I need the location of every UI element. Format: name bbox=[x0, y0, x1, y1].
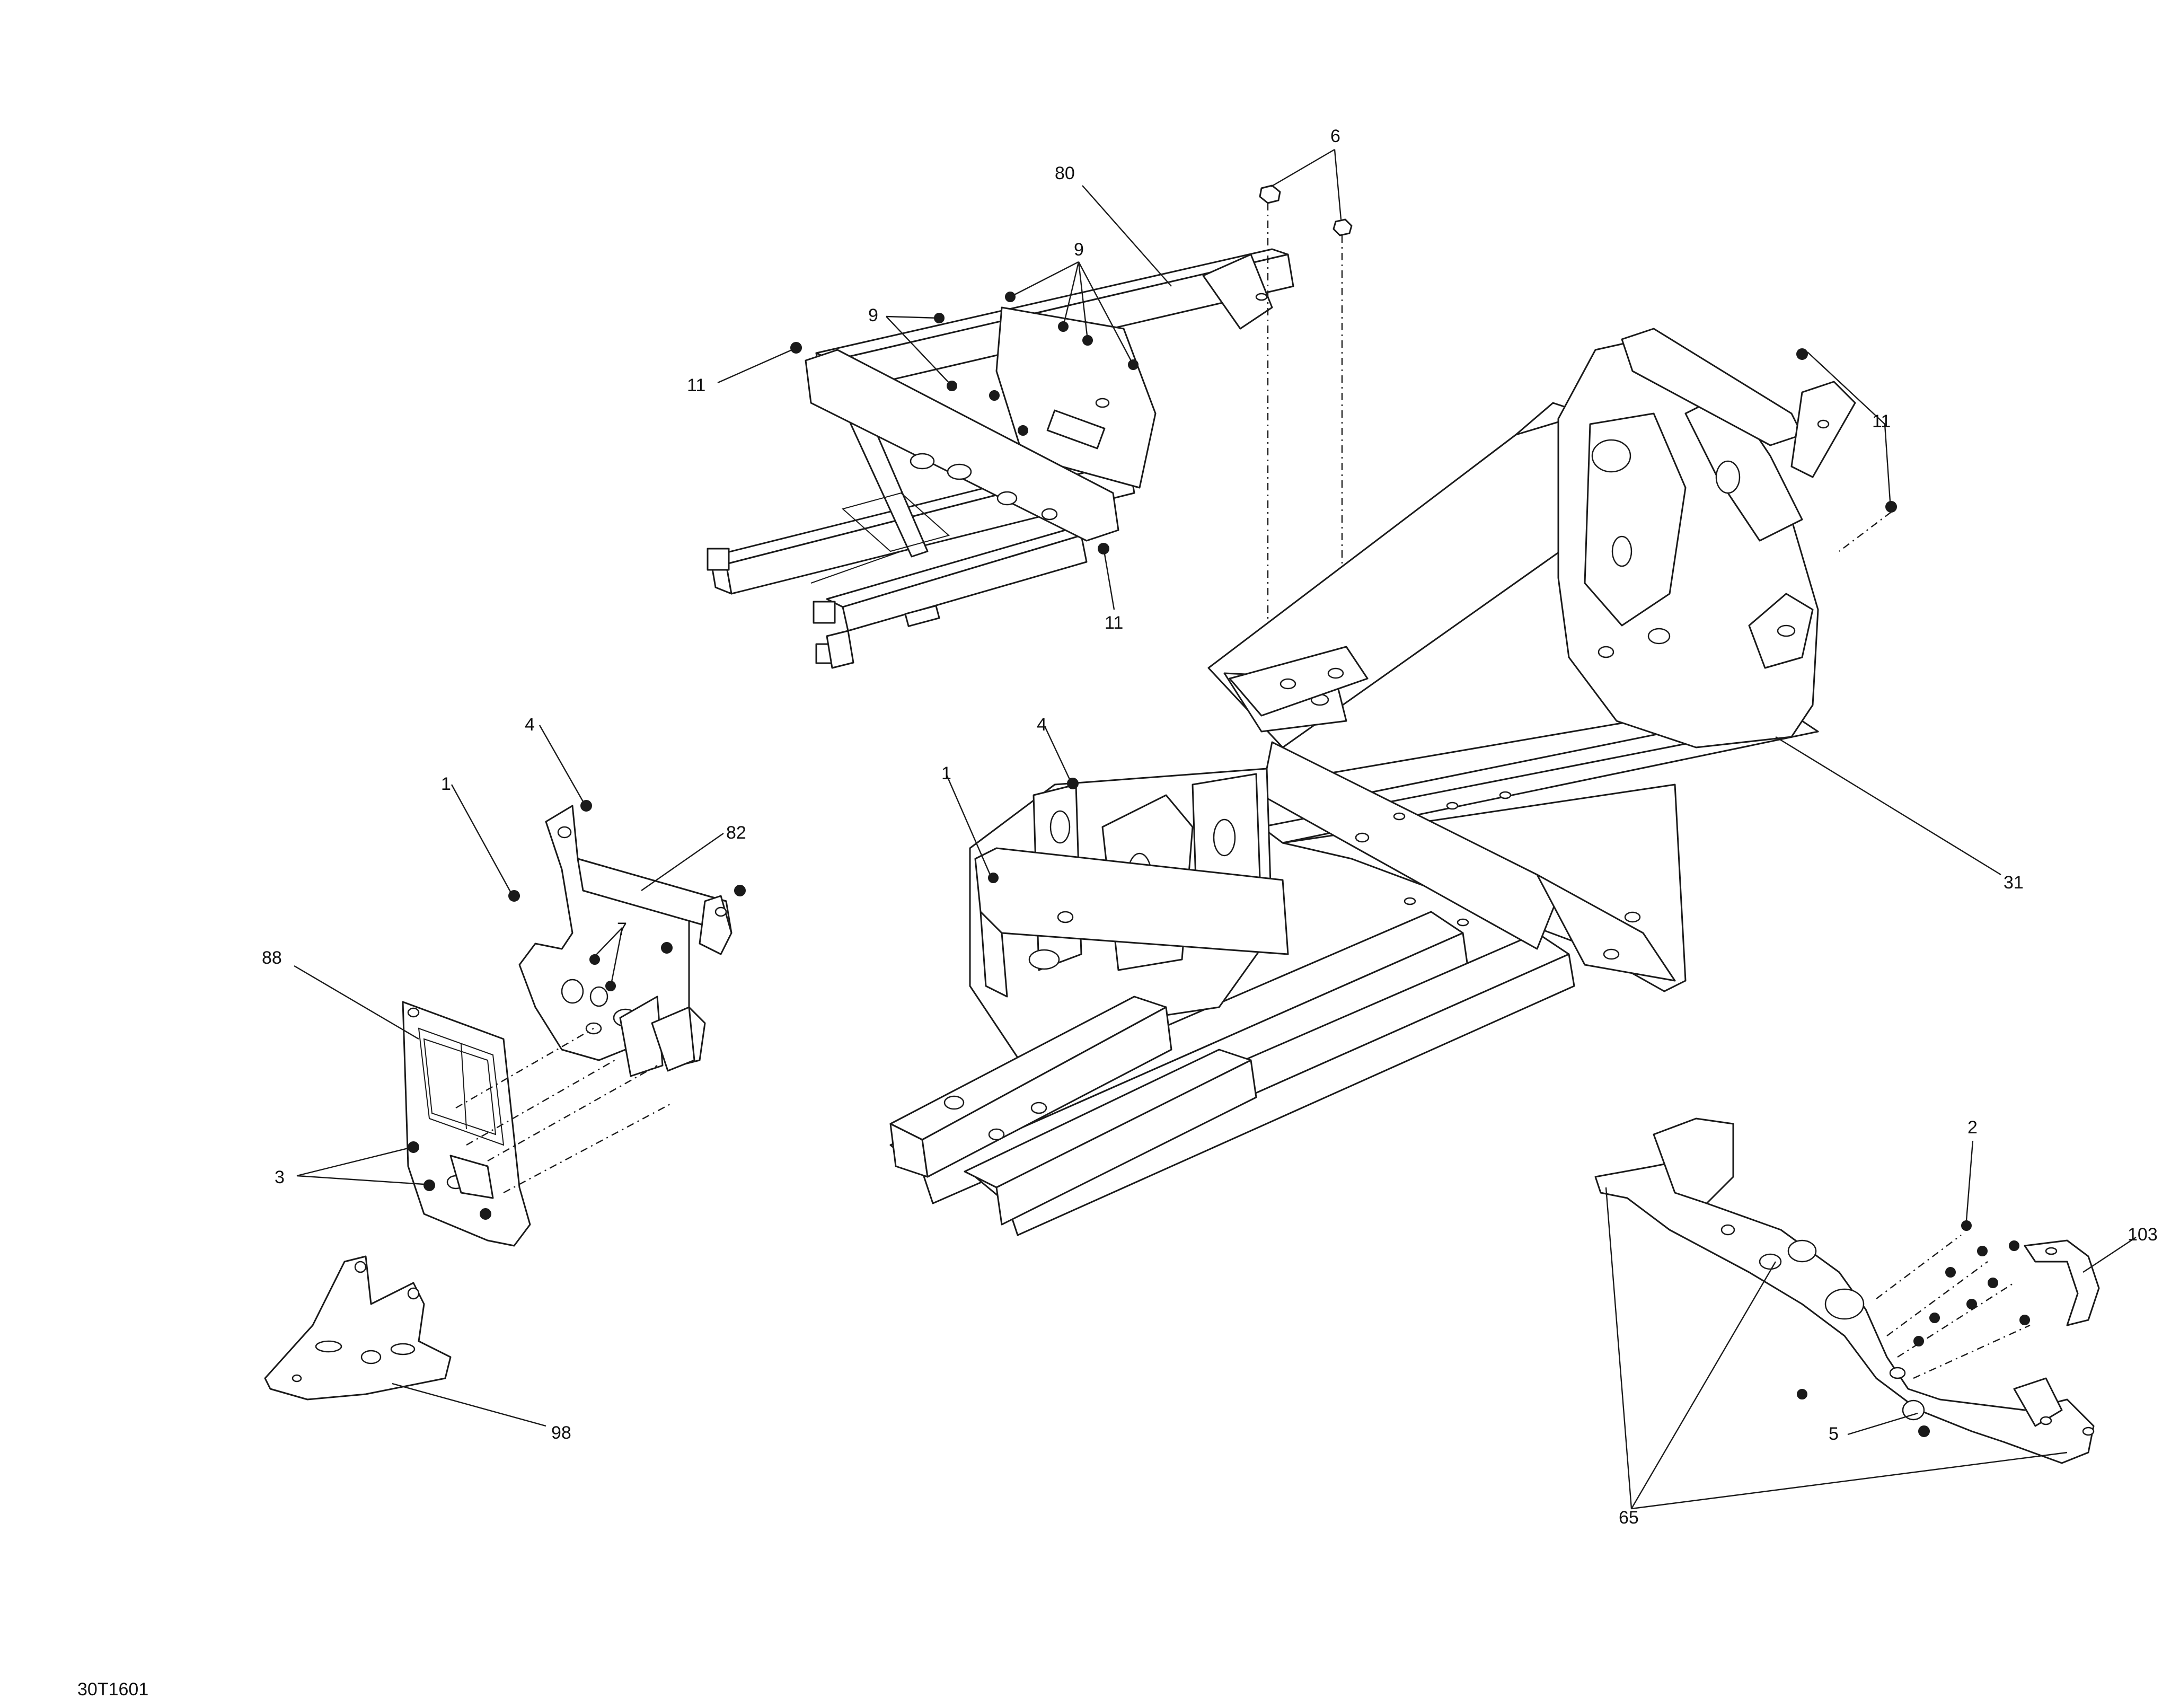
figure-code: 30T1601 bbox=[77, 1679, 148, 1700]
callout-98: 98 bbox=[551, 1423, 571, 1443]
callout-7: 7 bbox=[617, 919, 627, 939]
callout-1-left: 1 bbox=[441, 774, 451, 794]
callout-6: 6 bbox=[1330, 126, 1340, 146]
rear-subframe-80 bbox=[707, 184, 1353, 669]
callout-80: 80 bbox=[1055, 163, 1075, 183]
bracket-98 bbox=[264, 1255, 452, 1401]
plate-88 bbox=[402, 1001, 531, 1247]
callout-11-right: 11 bbox=[1872, 411, 1891, 432]
bracket-103 bbox=[2024, 1239, 2100, 1326]
callout-labels: 80 6 9 9 11 11 11 31 4 1 4 1 82 7 88 3 9… bbox=[262, 126, 2158, 1528]
callout-11-left: 11 bbox=[687, 375, 705, 395]
leader-lines bbox=[294, 148, 2137, 1510]
main-frame-31 bbox=[889, 328, 1897, 1236]
bracket-82 bbox=[508, 800, 746, 1077]
bracket-65 bbox=[1594, 1117, 2095, 1464]
alignment-lines-88 bbox=[455, 1027, 674, 1194]
callout-9-top: 9 bbox=[1074, 240, 1084, 260]
callout-11-bottom: 11 bbox=[1105, 613, 1123, 633]
callout-4-right: 4 bbox=[1037, 715, 1047, 735]
callout-65: 65 bbox=[1619, 1508, 1639, 1528]
callout-9-left: 9 bbox=[868, 305, 878, 325]
callout-31: 31 bbox=[2004, 873, 2024, 893]
callout-3: 3 bbox=[275, 1167, 285, 1187]
callout-5: 5 bbox=[1829, 1424, 1839, 1444]
alignment-lines-65 bbox=[1876, 1235, 2031, 1379]
callout-2: 2 bbox=[1967, 1117, 1978, 1138]
callout-4-left: 4 bbox=[525, 715, 535, 735]
callout-1-right: 1 bbox=[941, 763, 951, 783]
callout-103: 103 bbox=[2128, 1225, 2158, 1245]
callout-88: 88 bbox=[262, 948, 282, 968]
callout-82: 82 bbox=[726, 823, 746, 843]
